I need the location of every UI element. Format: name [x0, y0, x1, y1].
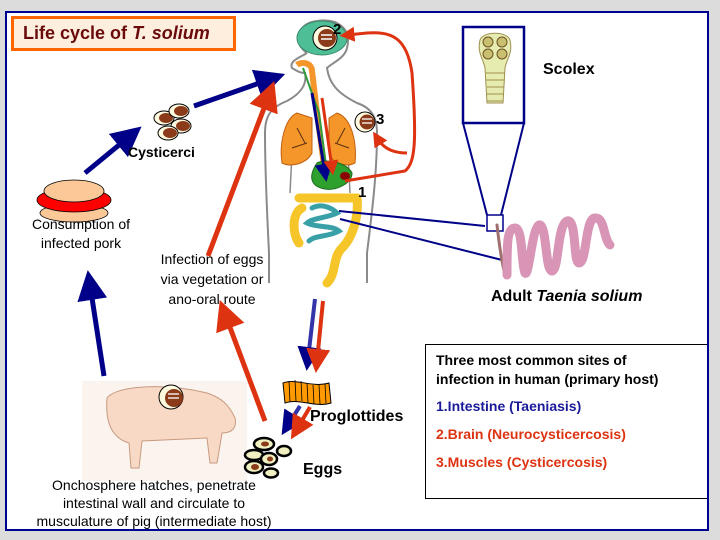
cysticerci-label: Cysticerci: [128, 144, 195, 160]
page-title: Life cycle of T. solium: [11, 16, 236, 51]
sites-heading: Three most common sites of infection in …: [436, 352, 659, 387]
eggs-label: Eggs: [303, 461, 343, 478]
cysticerci-illustration: [153, 103, 192, 141]
slide: Life cycle of T. solium 2 3 1 Cysticerci…: [5, 11, 709, 531]
site-number-1: 1: [358, 184, 367, 201]
pig-illustration: [82, 381, 247, 481]
pointer-line-1: [338, 210, 486, 227]
adult-worm-illustration: [495, 213, 615, 280]
infection-sites-box: Three most common sites of infection in …: [425, 344, 707, 499]
diagram-graphics: [36, 19, 615, 481]
arrow-pig-to-pork: [77, 270, 108, 377]
internal-red-arrow: [320, 97, 339, 176]
site-number-3: 3: [376, 111, 385, 128]
consumption-label: Consumption of infected pork: [31, 216, 131, 251]
scolex-origin-box: [486, 214, 504, 232]
pork-meat-illustration: [36, 179, 112, 223]
pointer-line-2: [339, 218, 503, 261]
arrow-eggs-to-infection: [216, 299, 268, 422]
arrow-proglottides-to-eggs-blue: [281, 404, 305, 436]
site-item-brain: 2.Brain (Neurocysticercosis): [436, 426, 626, 442]
infection-eggs-label: Infection of eggs via vegetation or ano-…: [160, 251, 264, 307]
adult-worm-label: Adult Taenia solium: [491, 288, 643, 305]
title-prefix: Life cycle of: [23, 23, 128, 43]
site-item-intestine: 1.Intestine (Taeniasis): [436, 398, 582, 414]
arrow-eggs-infection-to-human: [205, 80, 278, 257]
scolex-label: Scolex: [543, 61, 595, 78]
proglottides-label: Proglottides: [310, 408, 404, 425]
onchosphere-label: Onchosphere hatches, penetrate intestina…: [36, 477, 272, 529]
arrow-cysticerci-to-human: [193, 69, 286, 109]
arrow-pork-to-cysticerci: [83, 126, 142, 175]
arrow-proglottides-to-eggs-red: [290, 405, 314, 440]
arrow-human-to-proglottides-blue: [297, 298, 322, 371]
eggs-illustration: [243, 436, 293, 479]
site-number-2: 2: [333, 21, 342, 38]
proglottides-illustration: [282, 379, 332, 405]
scolex-illustration: [478, 32, 512, 104]
red-arrow-to-muscle: [373, 131, 408, 155]
site-item-muscles: 3.Muscles (Cysticercosis): [436, 454, 608, 470]
red-loop-to-brain: [339, 26, 417, 183]
title-species: T. solium: [132, 23, 210, 43]
arrow-human-to-proglottides-red: [306, 300, 331, 373]
internal-blue-arrow: [310, 92, 333, 182]
